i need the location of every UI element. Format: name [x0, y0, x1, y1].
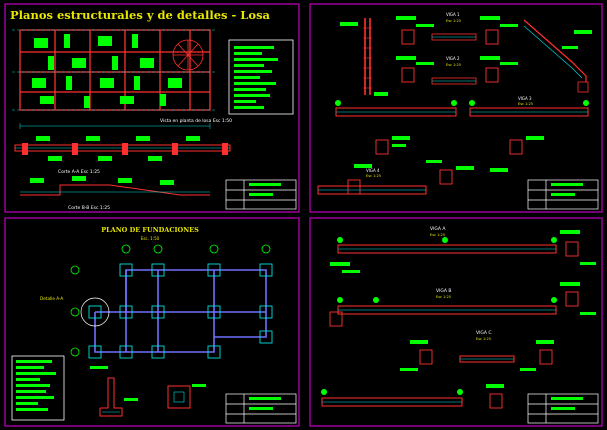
footing-sections [90, 366, 206, 417]
slab-rebar-marks [32, 34, 182, 108]
detail-circle[interactable] [80, 297, 110, 327]
viga-4-scale: Esc 1:25 [366, 174, 381, 178]
sheet-frame-4[interactable] [309, 217, 603, 427]
viga-c: VIGA C Esc 1:25 [459, 330, 515, 363]
sheet-frame-1[interactable] [4, 3, 300, 213]
stirrup-details-low [347, 139, 523, 195]
stirrup-notes-s4 [330, 230, 596, 388]
section-a-a: Corte A-A Esc 1:25 [14, 136, 231, 175]
sheet-1-title-block [225, 179, 297, 210]
viga-a-scale: Esc 1:25 [430, 233, 445, 237]
sheet-2-vigas: VIGA 1 Esc 1:25 VIGA 2 Esc 1:25 VIGA 3 E… [317, 12, 599, 210]
stair-circle [172, 39, 204, 71]
viga-c-scale: Esc 1:25 [476, 337, 491, 341]
slab-plan-caption: Vista en planta de losa Esc 1:50 [160, 118, 232, 124]
sheet-3-title: PLANO DE FUNDACIONES [101, 226, 199, 234]
long-beams-mid: VIGA 3 Esc 1:25 [335, 96, 589, 117]
short-beams-top: VIGA 1 Esc 1:25 VIGA 2 Esc 1:25 [431, 12, 477, 85]
viga-3-label: VIGA 3 [518, 96, 532, 101]
viga-b-label: VIGA B [436, 288, 452, 294]
sheet-frame-3[interactable] [4, 217, 300, 427]
viga-b-scale: Esc 1:25 [436, 295, 451, 299]
stirrup-notes-top [396, 16, 518, 65]
grid-axis-bubbles [70, 244, 271, 357]
sheet-1-losa: Planos estructurales y de detalles - Los… [10, 8, 297, 211]
sheet-2-title-block [527, 179, 599, 210]
section-b-caption: Corte B-B Esc 1:25 [68, 205, 110, 211]
stirrup-details-top [401, 29, 499, 83]
sheet-3-title-block [225, 393, 297, 424]
viga-2-scale: Esc 1:25 [446, 63, 461, 67]
viga-c-label: VIGA C [476, 330, 492, 336]
bottom-beam-s4 [321, 389, 463, 407]
viga-2-label: VIGA 2 [446, 56, 460, 61]
slab-dimension [19, 123, 211, 129]
viga-b: VIGA B Esc 1:25 [337, 288, 557, 315]
viga-1-label: VIGA 1 [446, 12, 460, 17]
sheet-4-vigas: VIGA A Esc 1:25 VIGA B Esc 1:25 VIGA C E… [321, 226, 599, 424]
viga-1-scale: Esc 1:25 [446, 19, 461, 23]
stirrup-notes-low [354, 136, 544, 172]
sheet-3-fundaciones: PLANO DE FUNDACIONES Esc. 1:50 [11, 226, 297, 424]
stair-section [523, 19, 592, 93]
viga-4-label: VIGA 4 [366, 168, 380, 173]
section-b-b: Corte B-B Esc 1:25 [20, 176, 210, 211]
section-a-caption: Corte A-A Esc 1:25 [58, 169, 100, 175]
detail-label: Detalle A-A [40, 296, 63, 301]
sheet-3-notes-panel [11, 355, 65, 421]
sheet-frames [4, 3, 603, 427]
footings [88, 263, 273, 359]
sheet-4-title-block [527, 393, 599, 424]
sheet-frame-2[interactable] [309, 3, 603, 213]
column-detail [340, 18, 388, 96]
sheet-1-title: Planos estructurales y de detalles - Los… [10, 8, 271, 22]
viga-3-scale: Esc 1:25 [518, 102, 533, 106]
foundation-beams [94, 269, 267, 353]
sheet-3-subtitle: Esc. 1:50 [141, 236, 160, 241]
viga-a: VIGA A Esc 1:25 [337, 226, 557, 254]
slab-plan-axes [12, 29, 215, 111]
viga-a-label: VIGA A [430, 226, 446, 232]
bottom-beam-s2: VIGA 4 Esc 1:25 [317, 168, 427, 195]
stirrup-details-s4 [329, 241, 579, 409]
sheet-1-notes-panel [228, 39, 294, 115]
